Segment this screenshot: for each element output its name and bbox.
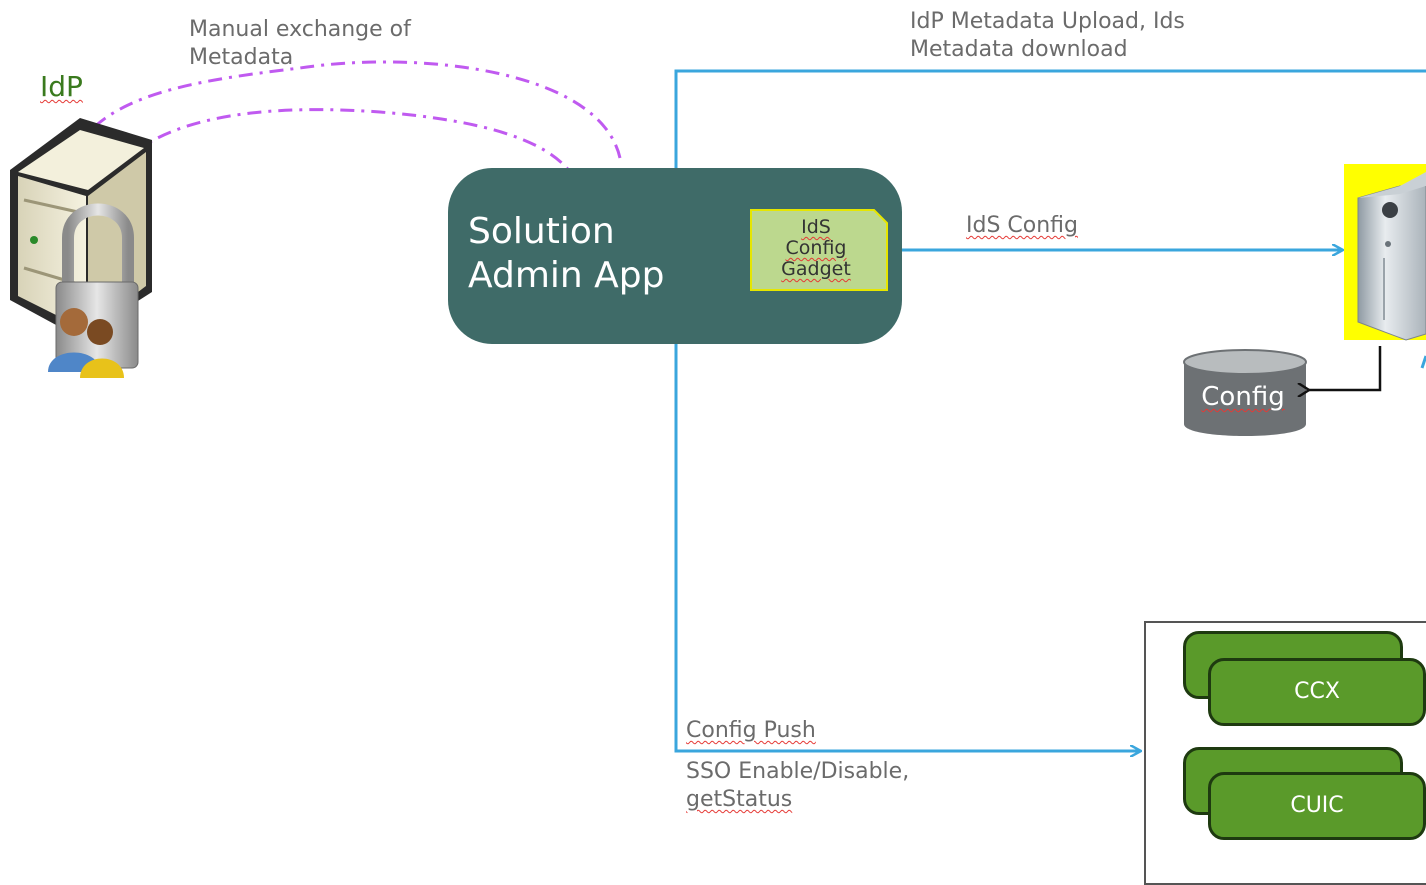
admin-app-title: Solution Admin App xyxy=(468,210,665,298)
arc-to-admin xyxy=(108,108,580,187)
idp-label: IdP xyxy=(40,70,83,103)
users-icon xyxy=(48,308,124,378)
right-edge-arrow xyxy=(1420,355,1426,369)
connectors xyxy=(674,69,1426,751)
gadget-shape xyxy=(750,209,888,291)
get-status-label: getStatus xyxy=(686,787,793,812)
manual-exchange-line2: Metadata xyxy=(189,45,294,70)
config-db-label: Config xyxy=(1201,382,1285,412)
cuic-pill: CUIC xyxy=(1208,772,1426,840)
config-push-label: Config Push xyxy=(686,718,816,743)
admin-app-title-line1: Solution xyxy=(468,211,615,252)
metadata-upload-line1: IdP Metadata Upload, Ids xyxy=(910,9,1185,34)
gadget-line2: Config xyxy=(785,237,847,259)
manual-exchange-label: Manual exchange of Metadata xyxy=(189,16,411,72)
metadata-upload-label: IdP Metadata Upload, Ids Metadata downlo… xyxy=(910,8,1185,64)
ccx-pill: CCX xyxy=(1208,658,1426,726)
db-connector xyxy=(1308,346,1382,390)
gadget-text: IdS Config Gadget xyxy=(750,217,882,280)
sso-enable-label: SSO Enable/Disable, xyxy=(686,759,910,784)
apps-container xyxy=(1144,621,1426,885)
ids-config-label: IdS Config xyxy=(966,213,1078,238)
manual-exchange-line1: Manual exchange of xyxy=(189,17,411,42)
ids-server-icon xyxy=(1344,164,1426,341)
gadget-line3: Gadget xyxy=(781,258,851,280)
database-icon xyxy=(1183,349,1307,436)
admin-app-title-line2: Admin App xyxy=(468,255,665,296)
metadata-connector xyxy=(674,69,1426,168)
metadata-upload-line2: Metadata download xyxy=(910,37,1128,62)
gadget-line1: IdS xyxy=(801,216,831,238)
ids-config-gadget: IdS Config Gadget xyxy=(750,209,888,291)
config-push-connector xyxy=(674,344,1140,751)
